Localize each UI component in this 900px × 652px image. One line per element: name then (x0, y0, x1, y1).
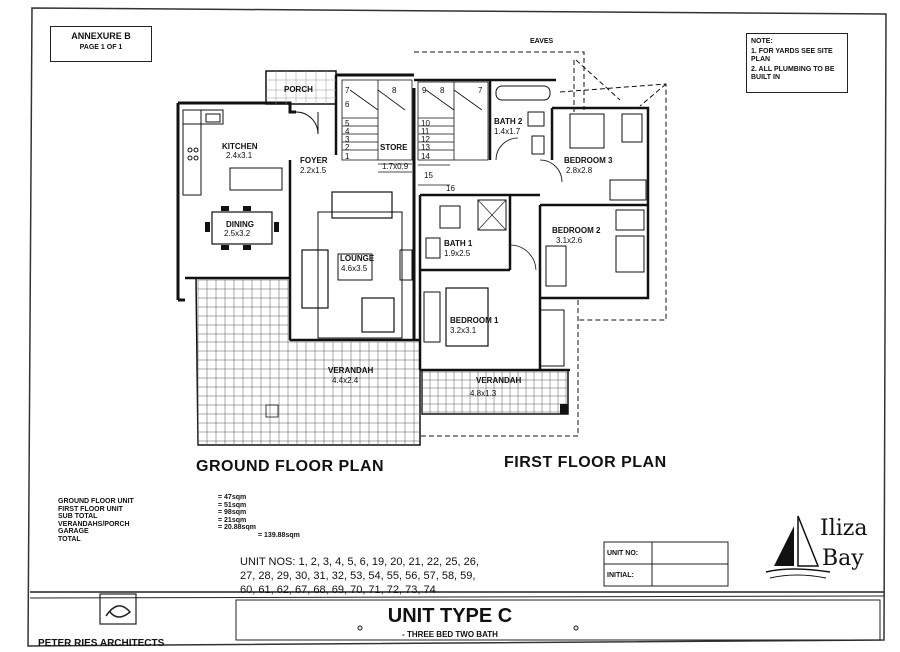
stair-number: 7 (345, 86, 350, 95)
store-label: STORE (380, 143, 408, 152)
initial-label: INITIAL: (607, 572, 634, 579)
area-value: = 21sqm (218, 516, 247, 524)
annexure-page: PAGE 1 OF 1 (79, 44, 123, 51)
stair-number: 4 (345, 127, 350, 136)
stair-number: 12 (421, 135, 430, 144)
verandah-first-size: 4.8x1.3 (470, 389, 497, 398)
note-item: 2. ALL PLUMBING TO BE BUILT IN (751, 66, 835, 81)
stair-number: 10 (421, 119, 430, 128)
foyer-size: 2.2x1.5 (300, 166, 327, 175)
areas-labels: GROUND FLOOR UNIT FIRST FLOOR UNIT SUB T… (58, 498, 188, 543)
stair-number: 14 (421, 152, 430, 161)
annexure-box: ANNEXURE B PAGE 1 OF 1 (50, 26, 152, 62)
bedroom3-size: 2.8x2.8 (566, 166, 593, 175)
verandah-ground-size: 4.4x2.4 (332, 376, 359, 385)
stair-number: 11 (421, 127, 430, 136)
eaves-label: EAVES (530, 38, 554, 45)
area-value: = 139.88sqm (258, 531, 300, 539)
area-value: = 47sqm (218, 494, 247, 501)
bath1-label: BATH 1 (444, 239, 473, 248)
unit-nos-line: 60, 61, 62, 67, 68, 69, 70, 71, 72, 73, … (240, 584, 436, 596)
area-label: VERANDAHS/PORCH (58, 520, 130, 528)
area-value: = 51sqm (218, 501, 247, 509)
ground-floor-title: GROUND FLOOR PLAN (196, 458, 385, 475)
porch-label: PORCH (284, 85, 313, 94)
dining-label: DINING (226, 220, 254, 229)
stair-number: 2 (345, 143, 350, 152)
kitchen-size: 2.4x3.1 (226, 151, 253, 160)
area-label: GARAGE (58, 528, 89, 535)
stair-number: 8 (440, 86, 445, 95)
bedroom1-size: 3.2x3.1 (450, 326, 477, 335)
note-box: NOTE: 1. FOR YARDS SEE SITE PLAN 2. ALL … (746, 33, 848, 93)
stair-number: 7 (478, 86, 483, 95)
unit-type-title: UNIT TYPE C (387, 605, 513, 627)
unit-type-subtitle: - THREE BED TWO BATH (402, 630, 498, 639)
stair-number: 15 (424, 171, 433, 180)
area-label: SUB TOTAL (58, 513, 98, 520)
area-label: FIRST FLOOR UNIT (58, 505, 123, 513)
kitchen-label: KITCHEN (222, 142, 258, 151)
note-item: 1. FOR YARDS SEE SITE PLAN (751, 48, 833, 63)
store-size: 1.7x0.9 (382, 162, 409, 171)
annexure-title: ANNEXURE B (71, 31, 131, 41)
area-label: GROUND FLOOR UNIT (58, 498, 134, 505)
verandah-first-label: VERANDAH (476, 376, 522, 385)
areas-values: = 47sqm = 51sqm = 98sqm = 21sqm = 20.88s… (218, 494, 328, 539)
foyer-label: FOYER (300, 156, 328, 165)
unit-nos-line: 27, 28, 29, 30, 31, 32, 53, 54, 55, 56, … (240, 570, 476, 582)
bath1-size: 1.9x2.5 (444, 249, 471, 258)
bedroom1-label: BEDROOM 1 (450, 316, 499, 325)
bath2-size: 1.4x1.7 (494, 127, 521, 136)
lounge-size: 4.6x3.5 (341, 264, 368, 273)
stair-number: 13 (421, 143, 430, 152)
dining-size: 2.5x3.2 (224, 229, 251, 238)
bedroom2-label: BEDROOM 2 (552, 226, 601, 235)
firm-name: PETER RIES ARCHITECTS (38, 638, 165, 649)
brand-name: Iliza (820, 516, 868, 541)
stair-number: 16 (446, 184, 455, 193)
verandah-ground-label: VERANDAH (328, 366, 374, 375)
bath2-label: BATH 2 (494, 117, 523, 126)
stair-number: 3 (345, 135, 350, 144)
note-heading: NOTE: (751, 38, 773, 45)
area-value: = 98sqm (218, 509, 247, 516)
stair-number: 6 (345, 100, 350, 109)
stair-number: 1 (345, 152, 350, 161)
bedroom2-size: 3.1x2.6 (556, 236, 583, 245)
stair-number: 9 (422, 86, 427, 95)
unit-no-label: UNIT NO: (607, 550, 639, 557)
lounge-label: LOUNGE (340, 254, 375, 263)
area-value: = 20.88sqm (218, 524, 256, 531)
area-label: TOTAL (58, 535, 81, 543)
first-floor-title: FIRST FLOOR PLAN (504, 454, 667, 471)
stair-number: 5 (345, 119, 350, 128)
unit-nos-line: UNIT NOS: 1, 2, 3, 4, 5, 6, 19, 20, 21, … (240, 556, 479, 568)
stair-number: 8 (392, 86, 397, 95)
brand-name: Bay (822, 546, 864, 571)
bedroom3-label: BEDROOM 3 (564, 156, 613, 165)
